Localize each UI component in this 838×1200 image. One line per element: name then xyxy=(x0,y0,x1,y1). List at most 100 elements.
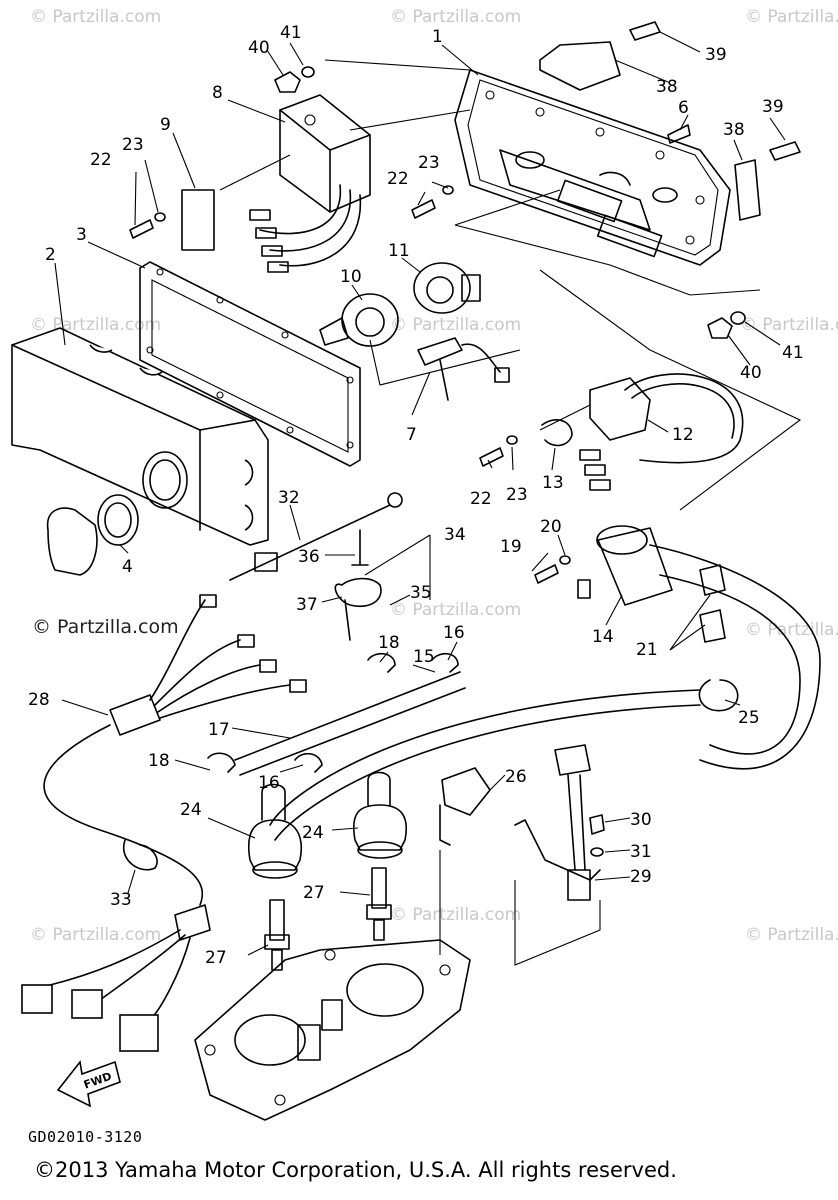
callout-13[interactable]: 13 xyxy=(542,473,564,493)
callouts: 1 2 3 4 6 7 8 9 10 11 12 13 14 15 16 16 … xyxy=(28,23,804,968)
part-28-harness xyxy=(21,594,307,1052)
part-23-washer xyxy=(442,185,454,195)
callout-18[interactable]: 18 xyxy=(378,633,400,653)
callout-6[interactable]: 6 xyxy=(678,98,689,118)
part-24-plug-cap xyxy=(353,771,407,859)
callout-9[interactable]: 9 xyxy=(160,115,171,135)
callout-11[interactable]: 11 xyxy=(388,241,410,261)
callout-21[interactable]: 21 xyxy=(636,640,658,660)
callout-8[interactable]: 8 xyxy=(212,83,223,103)
callout-7[interactable]: 7 xyxy=(406,425,417,445)
callout-28[interactable]: 28 xyxy=(28,690,50,710)
callout-19[interactable]: 19 xyxy=(500,537,522,557)
callout-22[interactable]: 22 xyxy=(90,150,112,170)
callout-33[interactable]: 33 xyxy=(110,890,132,910)
part-40-nut xyxy=(707,317,733,339)
callout-26[interactable]: 26 xyxy=(505,767,527,787)
callout-41[interactable]: 41 xyxy=(782,343,804,363)
callout-16[interactable]: 16 xyxy=(258,773,280,793)
part-30-bolt xyxy=(589,814,605,835)
callout-27[interactable]: 27 xyxy=(205,948,227,968)
part-18-clamp xyxy=(207,752,236,773)
watermark: © Partzilla.com xyxy=(745,620,838,640)
callout-29[interactable]: 29 xyxy=(630,867,652,887)
watermark: © Partzilla.com xyxy=(30,7,161,27)
callout-14[interactable]: 14 xyxy=(592,627,614,647)
reference-lines xyxy=(219,59,802,966)
callout-24[interactable]: 24 xyxy=(180,800,202,820)
part-11-connector xyxy=(413,262,481,314)
callout-20[interactable]: 20 xyxy=(540,517,562,537)
watermark: © Partzilla.com xyxy=(390,315,521,335)
part-14-ignition-coil xyxy=(577,525,821,770)
part-22-screw xyxy=(479,447,504,467)
callout-39[interactable]: 39 xyxy=(705,45,727,65)
drawing-code: GD02010-3120 xyxy=(28,1128,143,1146)
part-12-coil-unit xyxy=(579,373,744,491)
part-41-washer xyxy=(301,66,315,78)
part-27-spark-plug xyxy=(264,899,290,971)
callout-24[interactable]: 24 xyxy=(302,823,324,843)
part-10-connector xyxy=(319,293,399,347)
callout-22[interactable]: 22 xyxy=(387,169,409,189)
callout-32[interactable]: 32 xyxy=(278,488,300,508)
callout-41[interactable]: 41 xyxy=(280,23,302,43)
callout-38[interactable]: 38 xyxy=(723,120,745,140)
callout-1[interactable]: 1 xyxy=(432,27,443,47)
part-38-bracket xyxy=(539,41,621,91)
callout-37[interactable]: 37 xyxy=(296,595,318,615)
part-22-screw xyxy=(411,199,436,219)
part-38-bracket xyxy=(734,159,761,221)
part-29-sensor xyxy=(514,744,601,901)
callout-38[interactable]: 38 xyxy=(656,77,678,97)
callout-30[interactable]: 30 xyxy=(630,810,652,830)
part-21-boot xyxy=(699,609,726,643)
watermark: © Partzilla.com xyxy=(390,905,521,925)
callout-34[interactable]: 34 xyxy=(444,525,466,545)
part-40-nut xyxy=(274,71,301,93)
watermark: © Partzilla.com xyxy=(740,315,838,335)
part-39-bolt xyxy=(769,141,801,161)
callout-40[interactable]: 40 xyxy=(740,363,762,383)
part-37-clamp xyxy=(334,577,382,607)
callout-39[interactable]: 39 xyxy=(762,97,784,117)
leader-lines xyxy=(54,31,786,956)
part-41-washer xyxy=(730,311,746,325)
part-26-holder xyxy=(439,767,491,846)
callout-4[interactable]: 4 xyxy=(122,557,133,577)
part-24-plug-cap xyxy=(248,783,302,879)
part-13-clamp xyxy=(541,419,573,447)
part-33-clamp xyxy=(122,839,158,871)
part-37-bolt xyxy=(344,599,351,641)
part-22-screw xyxy=(129,219,154,239)
part-3-gasket xyxy=(139,261,361,467)
callout-22[interactable]: 22 xyxy=(470,489,492,509)
part-2-cover xyxy=(11,327,269,546)
part-31-washer xyxy=(590,847,604,857)
callout-27[interactable]: 27 xyxy=(303,883,325,903)
callout-25[interactable]: 25 xyxy=(738,708,760,728)
callout-2[interactable]: 2 xyxy=(45,245,56,265)
callout-12[interactable]: 12 xyxy=(672,425,694,445)
callout-31[interactable]: 31 xyxy=(630,842,652,862)
callout-36[interactable]: 36 xyxy=(298,547,320,567)
callout-23[interactable]: 23 xyxy=(122,135,144,155)
fwd-arrow: FWD xyxy=(56,1060,121,1108)
callout-17[interactable]: 17 xyxy=(208,720,230,740)
part-8-regulator xyxy=(249,94,371,273)
callout-35[interactable]: 35 xyxy=(410,583,432,603)
callout-15[interactable]: 15 xyxy=(413,647,435,667)
callout-10[interactable]: 10 xyxy=(340,267,362,287)
part-4-grommet xyxy=(46,494,139,576)
watermark-dark: © Partzilla.com xyxy=(32,616,179,638)
callout-18[interactable]: 18 xyxy=(148,751,170,771)
callout-3[interactable]: 3 xyxy=(76,225,87,245)
callout-23[interactable]: 23 xyxy=(506,485,528,505)
callout-23[interactable]: 23 xyxy=(418,153,440,173)
watermark: © Partzilla.com xyxy=(390,7,521,27)
callout-16[interactable]: 16 xyxy=(443,623,465,643)
part-23-washer xyxy=(154,212,166,222)
part-25-clamp xyxy=(698,679,739,712)
callout-40[interactable]: 40 xyxy=(248,38,270,58)
